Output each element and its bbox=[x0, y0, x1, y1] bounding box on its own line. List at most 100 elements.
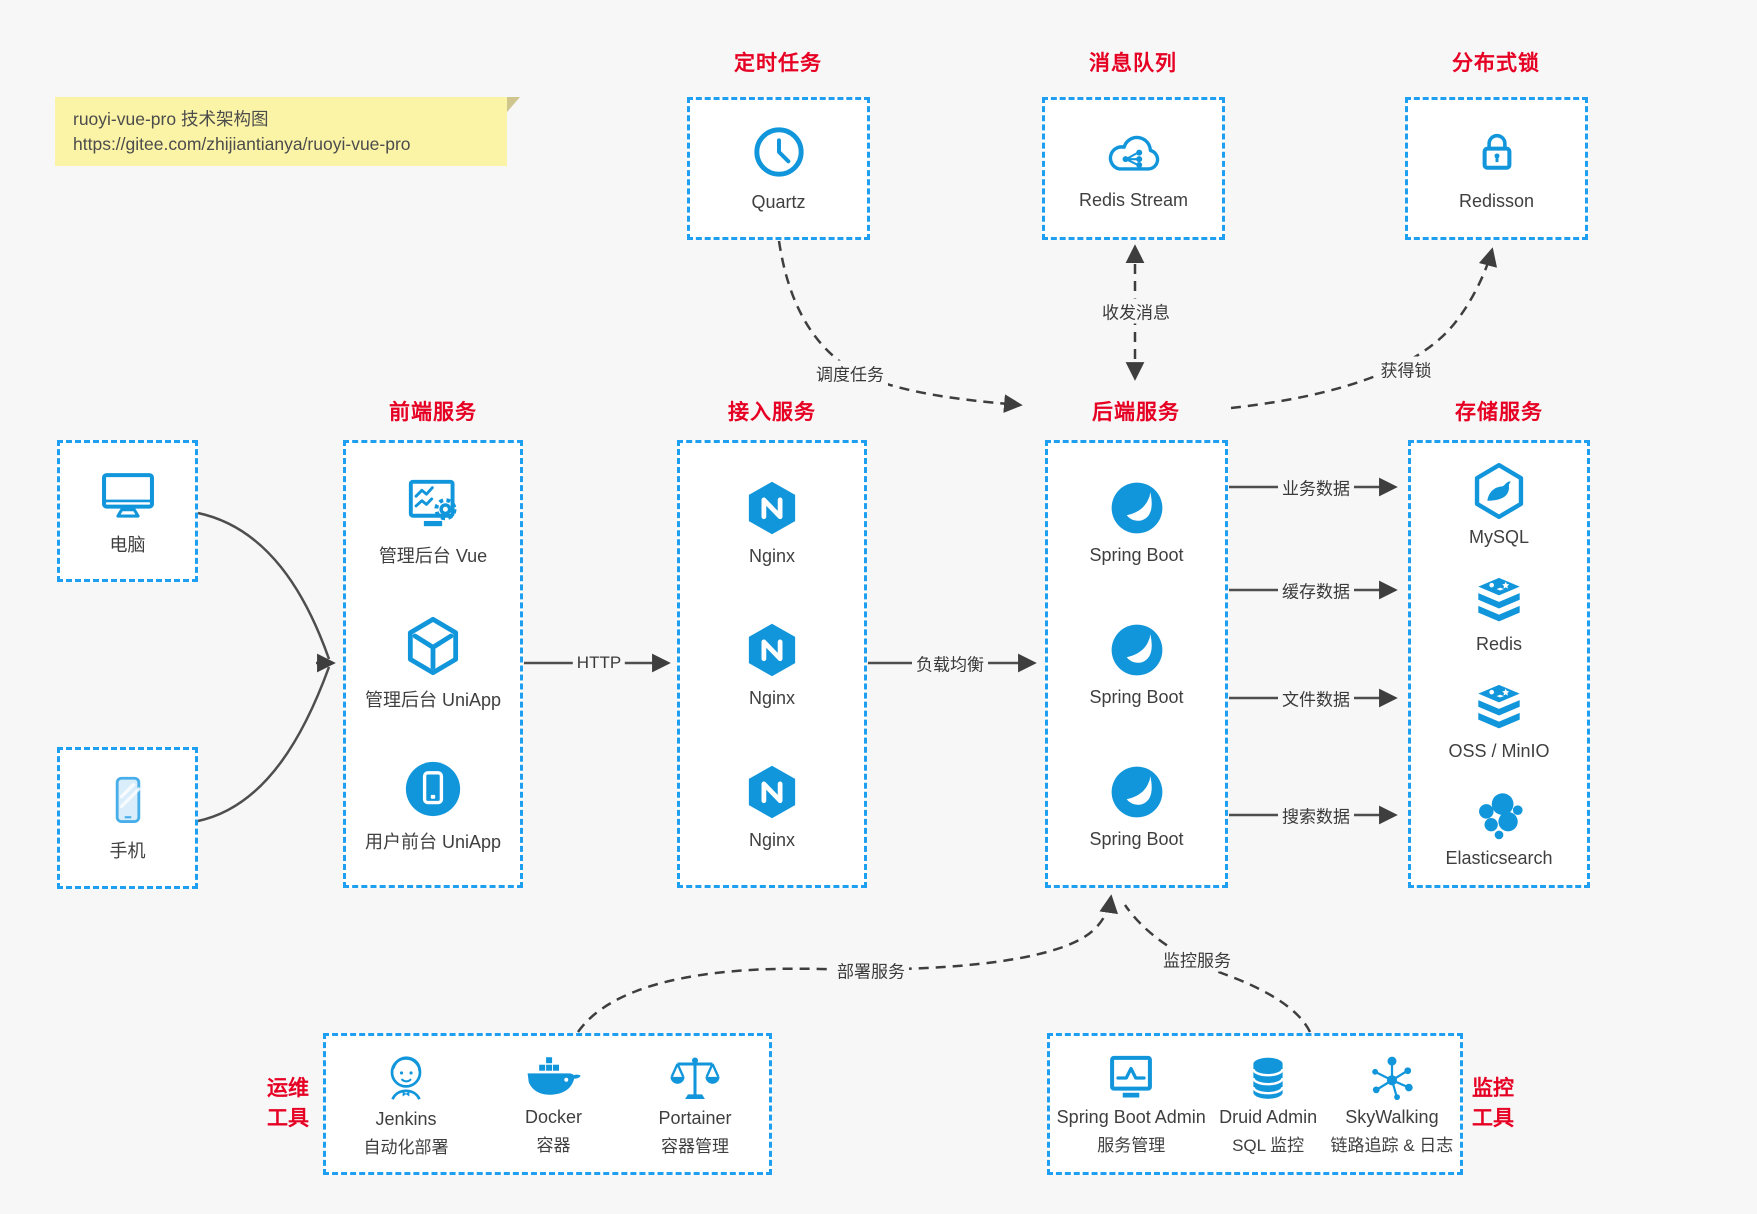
monitor-title-line2: 工具 bbox=[1472, 1107, 1514, 1130]
tool-name: Docker bbox=[524, 1107, 582, 1127]
docker-icon bbox=[523, 1052, 583, 1104]
service-item: Nginx bbox=[742, 762, 802, 851]
edge-label-deploy: 部署服务 bbox=[833, 957, 909, 983]
desktop-icon bbox=[97, 465, 159, 523]
nginx-icon bbox=[742, 620, 802, 680]
tool-desc: SQL 监控 bbox=[1232, 1136, 1305, 1155]
tool-name: Druid Admin bbox=[1219, 1107, 1318, 1127]
client-label: 手机 bbox=[109, 841, 146, 861]
monitor-tools-title: 监控 工具 bbox=[1472, 1074, 1514, 1134]
service-label: Spring Boot bbox=[1089, 828, 1184, 849]
mysql-icon bbox=[1468, 460, 1530, 522]
phone-icon bbox=[102, 773, 154, 829]
edge-label-load-balance: 负载均衡 bbox=[912, 650, 988, 676]
monitor-title-line1: 监控 bbox=[1472, 1077, 1514, 1100]
service-label: Spring Boot bbox=[1089, 686, 1184, 707]
edge-client-pc bbox=[197, 511, 331, 660]
service-item: 管理后台 Vue bbox=[379, 474, 487, 568]
spring-icon bbox=[1108, 479, 1166, 537]
lock-icon bbox=[1470, 125, 1524, 179]
client-phone-box: 手机 bbox=[57, 747, 198, 889]
tool-item: Portainer 容器管理 bbox=[658, 1051, 732, 1157]
admin-vue-icon bbox=[401, 474, 465, 534]
title-storage: 存储服务 bbox=[1455, 401, 1543, 424]
service-label: Redis bbox=[1475, 633, 1523, 654]
ops-title-line2: 工具 bbox=[267, 1107, 309, 1130]
tool-desc: 服务管理 bbox=[1097, 1136, 1166, 1155]
service-label: Quartz bbox=[751, 192, 806, 212]
edge-label-message: 收发消息 bbox=[1098, 298, 1174, 324]
tool-desc: 容器管理 bbox=[660, 1137, 729, 1156]
service-label: Spring Boot bbox=[1089, 544, 1184, 565]
service-label: MySQL bbox=[1468, 526, 1529, 547]
edge-label-cache-data: 缓存数据 bbox=[1278, 577, 1354, 603]
tool-item: SkyWalking 链路追踪 & 日志 bbox=[1330, 1052, 1454, 1156]
tool-desc: 自动化部署 bbox=[363, 1138, 449, 1157]
edge-label-business-data: 业务数据 bbox=[1278, 474, 1354, 500]
tool-item: Spring Boot Admin 服务管理 bbox=[1057, 1052, 1206, 1156]
spring-icon bbox=[1108, 763, 1166, 821]
service-item: 管理后台 UniApp bbox=[365, 614, 501, 712]
edge-client-phone bbox=[197, 666, 331, 823]
service-label: Redisson bbox=[1458, 191, 1535, 211]
service-item: Spring Boot bbox=[1089, 479, 1184, 566]
edge-label-schedule-task: 调度任务 bbox=[812, 360, 888, 386]
nginx-icon bbox=[742, 762, 802, 822]
frontend-services-box: 管理后台 Vue 管理后台 UniApp 用户前台 UniApp bbox=[343, 440, 523, 888]
spring-icon bbox=[1108, 621, 1166, 679]
client-pc-box: 电脑 bbox=[57, 440, 198, 582]
service-label: Elasticsearch bbox=[1445, 847, 1553, 868]
ops-tools-box: Jenkins 自动化部署 Docker 容器 Portainer 容器管理 bbox=[323, 1033, 772, 1175]
title-gateway: 接入服务 bbox=[728, 401, 816, 424]
service-item: MySQL bbox=[1468, 460, 1530, 548]
service-item: Spring Boot bbox=[1089, 763, 1184, 850]
tool-desc: 容器 bbox=[536, 1136, 571, 1155]
service-label: 管理后台 UniApp bbox=[364, 690, 502, 710]
service-label: OSS / MinIO bbox=[1448, 740, 1550, 761]
title-distributed-lock: 分布式锁 bbox=[1452, 52, 1540, 75]
service-item: Nginx bbox=[742, 620, 802, 709]
portainer-icon bbox=[667, 1051, 723, 1105]
service-item: 用户前台 UniApp bbox=[365, 758, 501, 854]
note-url: https://gitee.com/zhijiantianya/ruoyi-vu… bbox=[73, 134, 411, 154]
service-item: Spring Boot bbox=[1089, 621, 1184, 708]
edge-label-monitor: 监控服务 bbox=[1159, 946, 1235, 972]
service-item: Redis bbox=[1469, 573, 1529, 655]
clock-icon bbox=[751, 124, 807, 180]
redis-icon bbox=[1469, 573, 1529, 629]
edge-monitor-curve bbox=[1123, 904, 1312, 1033]
redis-stream-box: Redis Stream bbox=[1042, 97, 1225, 240]
tool-item: Jenkins 自动化部署 bbox=[363, 1050, 448, 1158]
oss-minio-icon bbox=[1469, 680, 1529, 736]
tool-item: Druid Admin SQL 监控 bbox=[1219, 1052, 1317, 1156]
tool-name: Spring Boot Admin bbox=[1056, 1107, 1206, 1127]
gateway-services-box: Nginx Nginx Nginx bbox=[677, 440, 867, 888]
service-label: 管理后台 Vue bbox=[378, 546, 488, 566]
monitor-tools-box: Spring Boot Admin 服务管理 Druid Admin SQL 监… bbox=[1047, 1033, 1463, 1175]
edge-deploy-arrow bbox=[576, 894, 1119, 1033]
edge-label-get-lock: 获得锁 bbox=[1376, 356, 1436, 382]
cloud-share-icon bbox=[1102, 126, 1166, 178]
service-item: Elasticsearch bbox=[1445, 787, 1553, 869]
storage-services-box: MySQL Redis OSS / MinIO Elasticsearch bbox=[1408, 440, 1590, 888]
redisson-box: Redisson bbox=[1405, 97, 1588, 240]
note-title: ruoyi-vue-pro 技术架构图 bbox=[73, 109, 269, 129]
edge-schedule-task-arrow bbox=[777, 240, 1023, 413]
tool-name: Jenkins bbox=[375, 1109, 437, 1129]
tool-name: Portainer bbox=[658, 1108, 732, 1128]
title-message-queue: 消息队列 bbox=[1089, 52, 1177, 75]
edge-label-http: HTTP bbox=[572, 653, 626, 673]
title-frontend: 前端服务 bbox=[389, 401, 477, 424]
client-label: 电脑 bbox=[109, 535, 146, 555]
tool-desc: 链路追踪 & 日志 bbox=[1330, 1136, 1454, 1155]
edge-label-file-data: 文件数据 bbox=[1278, 685, 1354, 711]
service-label: Nginx bbox=[748, 545, 796, 566]
service-item: OSS / MinIO bbox=[1448, 680, 1550, 762]
quartz-box: Quartz bbox=[687, 97, 870, 240]
edge-get-lock-arrow bbox=[1230, 247, 1498, 410]
user-app-icon bbox=[402, 758, 464, 820]
uniapp-cube-icon bbox=[401, 614, 465, 678]
backend-services-box: Spring Boot Spring Boot Spring Boot bbox=[1045, 440, 1228, 888]
tool-name: SkyWalking bbox=[1345, 1107, 1439, 1127]
service-item: Nginx bbox=[742, 478, 802, 567]
